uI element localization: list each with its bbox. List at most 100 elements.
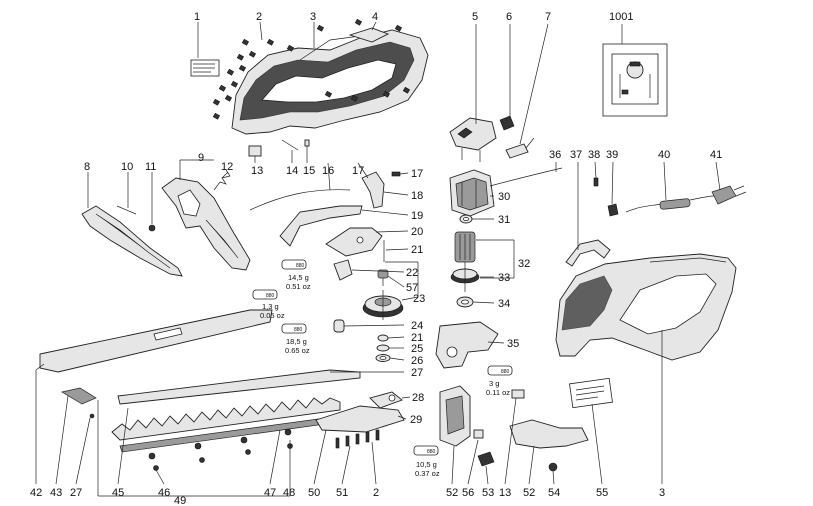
label-36: 36 [549, 149, 561, 161]
label-55 [569, 377, 613, 409]
label-14: 14 [286, 165, 298, 177]
label-27a: 27 [411, 367, 423, 379]
label-40: 40 [658, 149, 670, 161]
gear-assembly-23 [362, 290, 404, 320]
label-39: 39 [606, 149, 618, 161]
tube-code: 880 [296, 263, 305, 269]
clip-17 [391, 171, 401, 177]
handle-hood-37 [565, 239, 611, 267]
label-49: 49 [174, 495, 186, 506]
label-17b: 17 [411, 168, 423, 180]
bearing-31 [459, 214, 473, 224]
label-9: 9 [198, 152, 204, 164]
grease-tube-2: 880 [252, 289, 278, 300]
bushing-24 [333, 319, 345, 333]
label-17a: 17 [352, 165, 364, 177]
leader-lines [35, 21, 721, 497]
grease-note-5-line2: 0.37 oz [415, 469, 440, 478]
label-15: 15 [303, 165, 315, 177]
drive-plate-29 [315, 405, 405, 433]
blade-teeth [111, 397, 341, 453]
label-43: 43 [50, 487, 62, 499]
grease-note-1-line1: 14,5 g [288, 273, 309, 282]
spring-rod-16 [249, 189, 351, 211]
label-3-handle: 3 [659, 487, 665, 499]
label-18: 18 [411, 190, 423, 202]
cam-22 [333, 259, 353, 281]
pin-15 [304, 139, 310, 147]
plug-41 [711, 185, 747, 205]
armature [450, 231, 480, 292]
switch-cover [348, 27, 390, 43]
grease-note-4-line1: 3 g [489, 379, 499, 388]
housing-screws [212, 18, 411, 120]
grease-notes: 14,5 g 0.51 oz 1,3 g 0.05 oz 18,5 g 0.65… [260, 273, 510, 478]
brush-plate [449, 117, 497, 162]
grease-tube-3: 880 [281, 323, 307, 334]
washer-26 [375, 354, 391, 362]
part-labels: 1 2 3 4 5 6 7 1001 8 9 10 11 12 13 14 15… [30, 11, 722, 506]
label-50: 50 [308, 487, 320, 499]
front-handle-9 [161, 177, 251, 271]
gear-cover-52 [439, 385, 471, 447]
grease-note-2-line1: 1,3 g [262, 302, 279, 311]
tube-code: 880 [427, 449, 436, 455]
label-25: 25 [411, 343, 423, 355]
label-12: 12 [221, 161, 233, 173]
grease-note-3-line2: 0.65 oz [285, 346, 310, 355]
label-11: 11 [145, 161, 156, 173]
label-45: 45 [112, 487, 124, 499]
upper-housing-shell [231, 29, 429, 135]
label-35: 35 [507, 338, 519, 350]
label-21b: 21 [411, 332, 423, 344]
label-6: 6 [506, 11, 512, 23]
label-7: 7 [545, 11, 551, 23]
block-13 [248, 145, 262, 157]
grease-note-3-line1: 18,5 g [286, 337, 307, 346]
label-13: 13 [251, 165, 263, 177]
gear-housing-35 [435, 321, 499, 369]
cable-clamp-39 [607, 203, 619, 217]
label-42: 42 [30, 487, 42, 499]
label-34: 34 [498, 298, 510, 310]
label-52b: 52 [523, 487, 535, 499]
label-55: 55 [596, 487, 608, 499]
lever-19 [279, 205, 363, 247]
label-57: 57 [406, 282, 418, 294]
link-28 [369, 391, 403, 409]
grease-note-2-line2: 0.05 oz [260, 311, 285, 320]
label-2: 2 [256, 11, 262, 23]
label-29: 29 [410, 414, 422, 426]
guard-tip-43 [61, 387, 97, 405]
label-3: 3 [310, 11, 316, 23]
label-48: 48 [283, 487, 295, 499]
label-56: 56 [462, 487, 474, 499]
nut-11 [148, 224, 156, 232]
washer-21b [377, 334, 389, 342]
label-52a: 52 [446, 487, 458, 499]
part-56 [473, 429, 484, 439]
label-33: 33 [498, 272, 510, 284]
tube-code: 880 [266, 293, 275, 299]
carbon-brush [499, 115, 515, 131]
block-13b [511, 389, 525, 399]
grease-tube-5: 880 [413, 445, 439, 456]
lever-18 [361, 171, 385, 209]
hand-guard-8 [81, 205, 183, 277]
bearing-34 [456, 296, 474, 308]
stator [449, 169, 495, 217]
spring-12 [213, 169, 231, 191]
label-5: 5 [472, 11, 478, 23]
label-27-bottom: 27 [70, 487, 82, 499]
label-51: 51 [336, 487, 348, 499]
label-plate [190, 59, 220, 77]
blade-guard-42 [39, 309, 273, 373]
grease-tube-4: 880 [487, 365, 513, 376]
pin-10 [116, 205, 137, 215]
label-4: 4 [372, 11, 378, 23]
power-cable-40 [625, 195, 715, 213]
label-28: 28 [412, 392, 424, 404]
grease-tube-1: 880 [281, 259, 307, 270]
label-31: 31 [498, 214, 510, 226]
